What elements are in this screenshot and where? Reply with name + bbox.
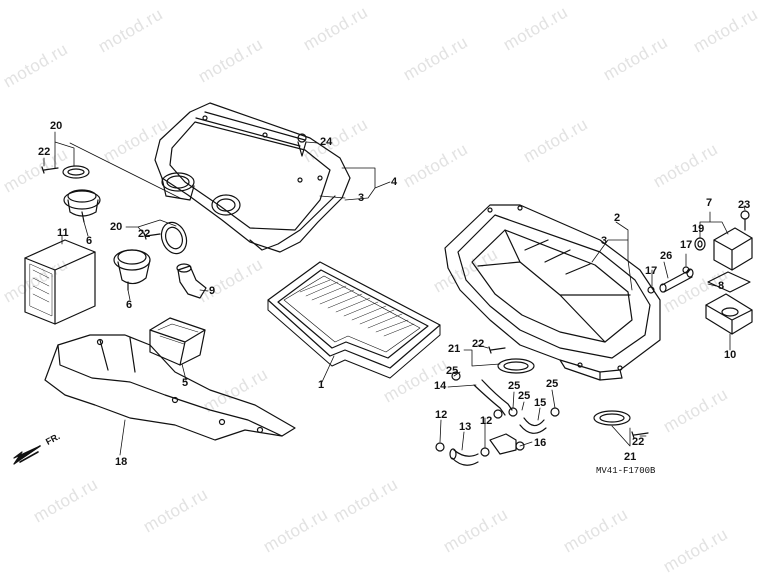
drawing-code: MV41-F1700B bbox=[596, 466, 656, 476]
lower-case bbox=[444, 204, 661, 381]
callout-2: 2 bbox=[614, 212, 621, 224]
callout-22: 22 bbox=[472, 338, 485, 350]
hose-15 bbox=[519, 417, 547, 434]
callout-5: 5 bbox=[182, 377, 189, 389]
callout-6: 6 bbox=[126, 299, 133, 311]
joint-9 bbox=[176, 263, 207, 299]
clamp-20 bbox=[62, 165, 188, 255]
air-filter-element bbox=[267, 261, 441, 379]
callout-21: 21 bbox=[624, 451, 637, 463]
callout-25: 25 bbox=[508, 380, 521, 392]
callout-14: 14 bbox=[434, 380, 447, 392]
callout-12: 12 bbox=[435, 409, 448, 421]
cap-6-upper bbox=[63, 189, 101, 223]
callout-13: 13 bbox=[459, 421, 472, 433]
callout-22: 22 bbox=[138, 228, 151, 240]
leader-lines bbox=[43, 131, 746, 456]
callout-4: 4 bbox=[391, 176, 398, 188]
callout-16: 16 bbox=[534, 437, 547, 449]
upper-case bbox=[154, 102, 351, 253]
callout-20: 20 bbox=[110, 221, 123, 233]
grommet-19 bbox=[694, 237, 706, 251]
bolt-24 bbox=[297, 133, 307, 157]
callout-25: 25 bbox=[518, 390, 531, 402]
callout-21: 21 bbox=[448, 343, 461, 355]
sponge-11 bbox=[24, 239, 96, 325]
holder-10 bbox=[705, 293, 753, 335]
callout-15: 15 bbox=[534, 397, 547, 409]
cushion-8 bbox=[707, 271, 751, 293]
callout-1: 1 bbox=[318, 379, 325, 391]
callout-8: 8 bbox=[718, 280, 725, 292]
callout-25: 25 bbox=[446, 365, 459, 377]
callout-22: 22 bbox=[632, 436, 645, 448]
callout-17: 17 bbox=[645, 265, 658, 277]
callout-19: 19 bbox=[692, 223, 705, 235]
callout-3: 3 bbox=[358, 192, 365, 204]
hose-14 bbox=[473, 379, 513, 416]
callout-23: 23 bbox=[738, 199, 751, 211]
callout-6: 6 bbox=[86, 235, 93, 247]
callout-25: 25 bbox=[546, 378, 559, 390]
callout-17: 17 bbox=[680, 239, 693, 251]
callout-20: 20 bbox=[50, 120, 63, 132]
gasket-21b bbox=[593, 410, 631, 426]
callout-18: 18 bbox=[115, 456, 128, 468]
seal-5 bbox=[149, 317, 206, 366]
callout-9: 9 bbox=[209, 285, 216, 297]
gasket-21a bbox=[497, 358, 535, 374]
callout-24: 24 bbox=[320, 136, 333, 148]
callout-3: 3 bbox=[601, 235, 608, 247]
cap-6-lower bbox=[113, 249, 151, 291]
callout-10: 10 bbox=[724, 349, 737, 361]
callout-12: 12 bbox=[480, 415, 493, 427]
callout-26: 26 bbox=[660, 250, 673, 262]
sensor-7 bbox=[713, 210, 753, 271]
tube-26 bbox=[647, 266, 694, 294]
callout-7: 7 bbox=[706, 197, 713, 209]
hose-13 bbox=[449, 448, 479, 466]
callout-11: 11 bbox=[57, 227, 69, 239]
screws-22 bbox=[41, 166, 649, 439]
front-arrow-icon bbox=[13, 445, 41, 465]
callout-22: 22 bbox=[38, 146, 51, 158]
fitting-16 bbox=[489, 433, 525, 455]
cover-18 bbox=[44, 334, 296, 441]
